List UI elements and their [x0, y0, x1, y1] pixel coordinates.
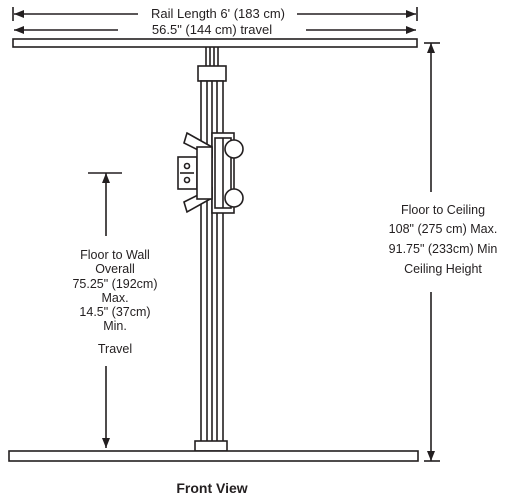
- pole-top-cap: [197, 65, 227, 82]
- floor-to-wall-line-6: Min.: [103, 319, 127, 333]
- floor-to-ceiling-line-3: 91.75" (233cm) Min: [389, 242, 498, 256]
- floor-to-wall-line-2: Overall: [95, 262, 135, 276]
- floor-to-wall-line-1: Floor to Wall: [80, 248, 150, 262]
- rail-length-dimension: [12, 7, 418, 34]
- floor-to-wall-line-3: 75.25" (192cm): [72, 277, 157, 291]
- front-view-caption: Front View: [176, 480, 247, 496]
- floor-to-ceiling-dimension: [424, 42, 440, 462]
- floor-to-ceiling-line-4: Ceiling Height: [404, 262, 482, 276]
- floor-plate: [8, 450, 419, 462]
- floor-to-wall-line-5: 14.5" (37cm): [79, 305, 150, 319]
- floor-to-wall-dimension: [88, 172, 122, 448]
- floor-to-ceiling-label: Floor to Ceiling 108" (275 cm) Max. 91.7…: [389, 203, 498, 276]
- pole-base-cap: [194, 440, 228, 452]
- top-rail: [12, 38, 418, 48]
- floor-to-wall-label: Floor to Wall Overall 75.25" (192cm) Max…: [72, 248, 157, 356]
- floor-to-wall-line-4: Max.: [101, 291, 128, 305]
- carriage-assembly: [177, 131, 244, 214]
- rail-travel-label: 56.5" (144 cm) travel: [152, 22, 272, 37]
- floor-to-ceiling-line-2: 108" (275 cm) Max.: [389, 222, 498, 236]
- rail-length-label: Rail Length 6' (183 cm): [151, 6, 285, 21]
- floor-to-wall-line-7: Travel: [98, 342, 132, 356]
- floor-to-ceiling-line-1: Floor to Ceiling: [401, 203, 485, 217]
